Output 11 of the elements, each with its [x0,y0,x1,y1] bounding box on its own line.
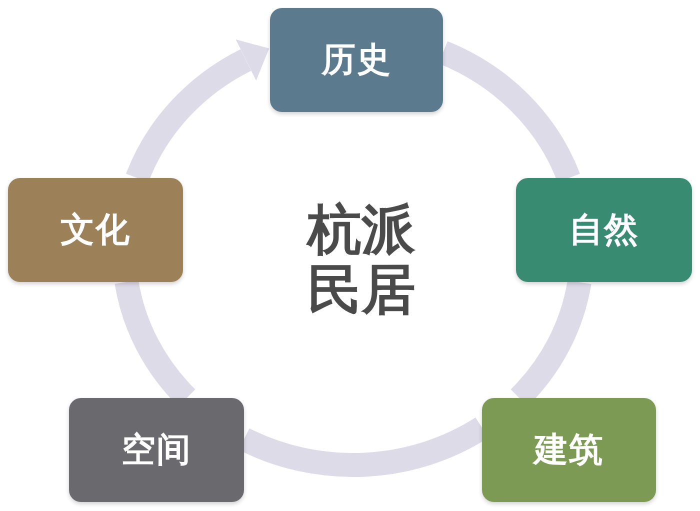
box-label: 空间 [122,430,192,470]
topic-box [8,178,183,282]
box-label: 自然 [569,210,639,250]
box-label: 历史 [322,40,392,80]
box-label: 文化 [60,210,130,250]
topic-box [270,8,443,112]
center-title: 杭派民居 [306,200,416,321]
box-label: 建筑 [534,430,604,470]
topic-box [516,178,692,282]
topic-box [482,398,656,502]
topic-box [69,398,244,502]
